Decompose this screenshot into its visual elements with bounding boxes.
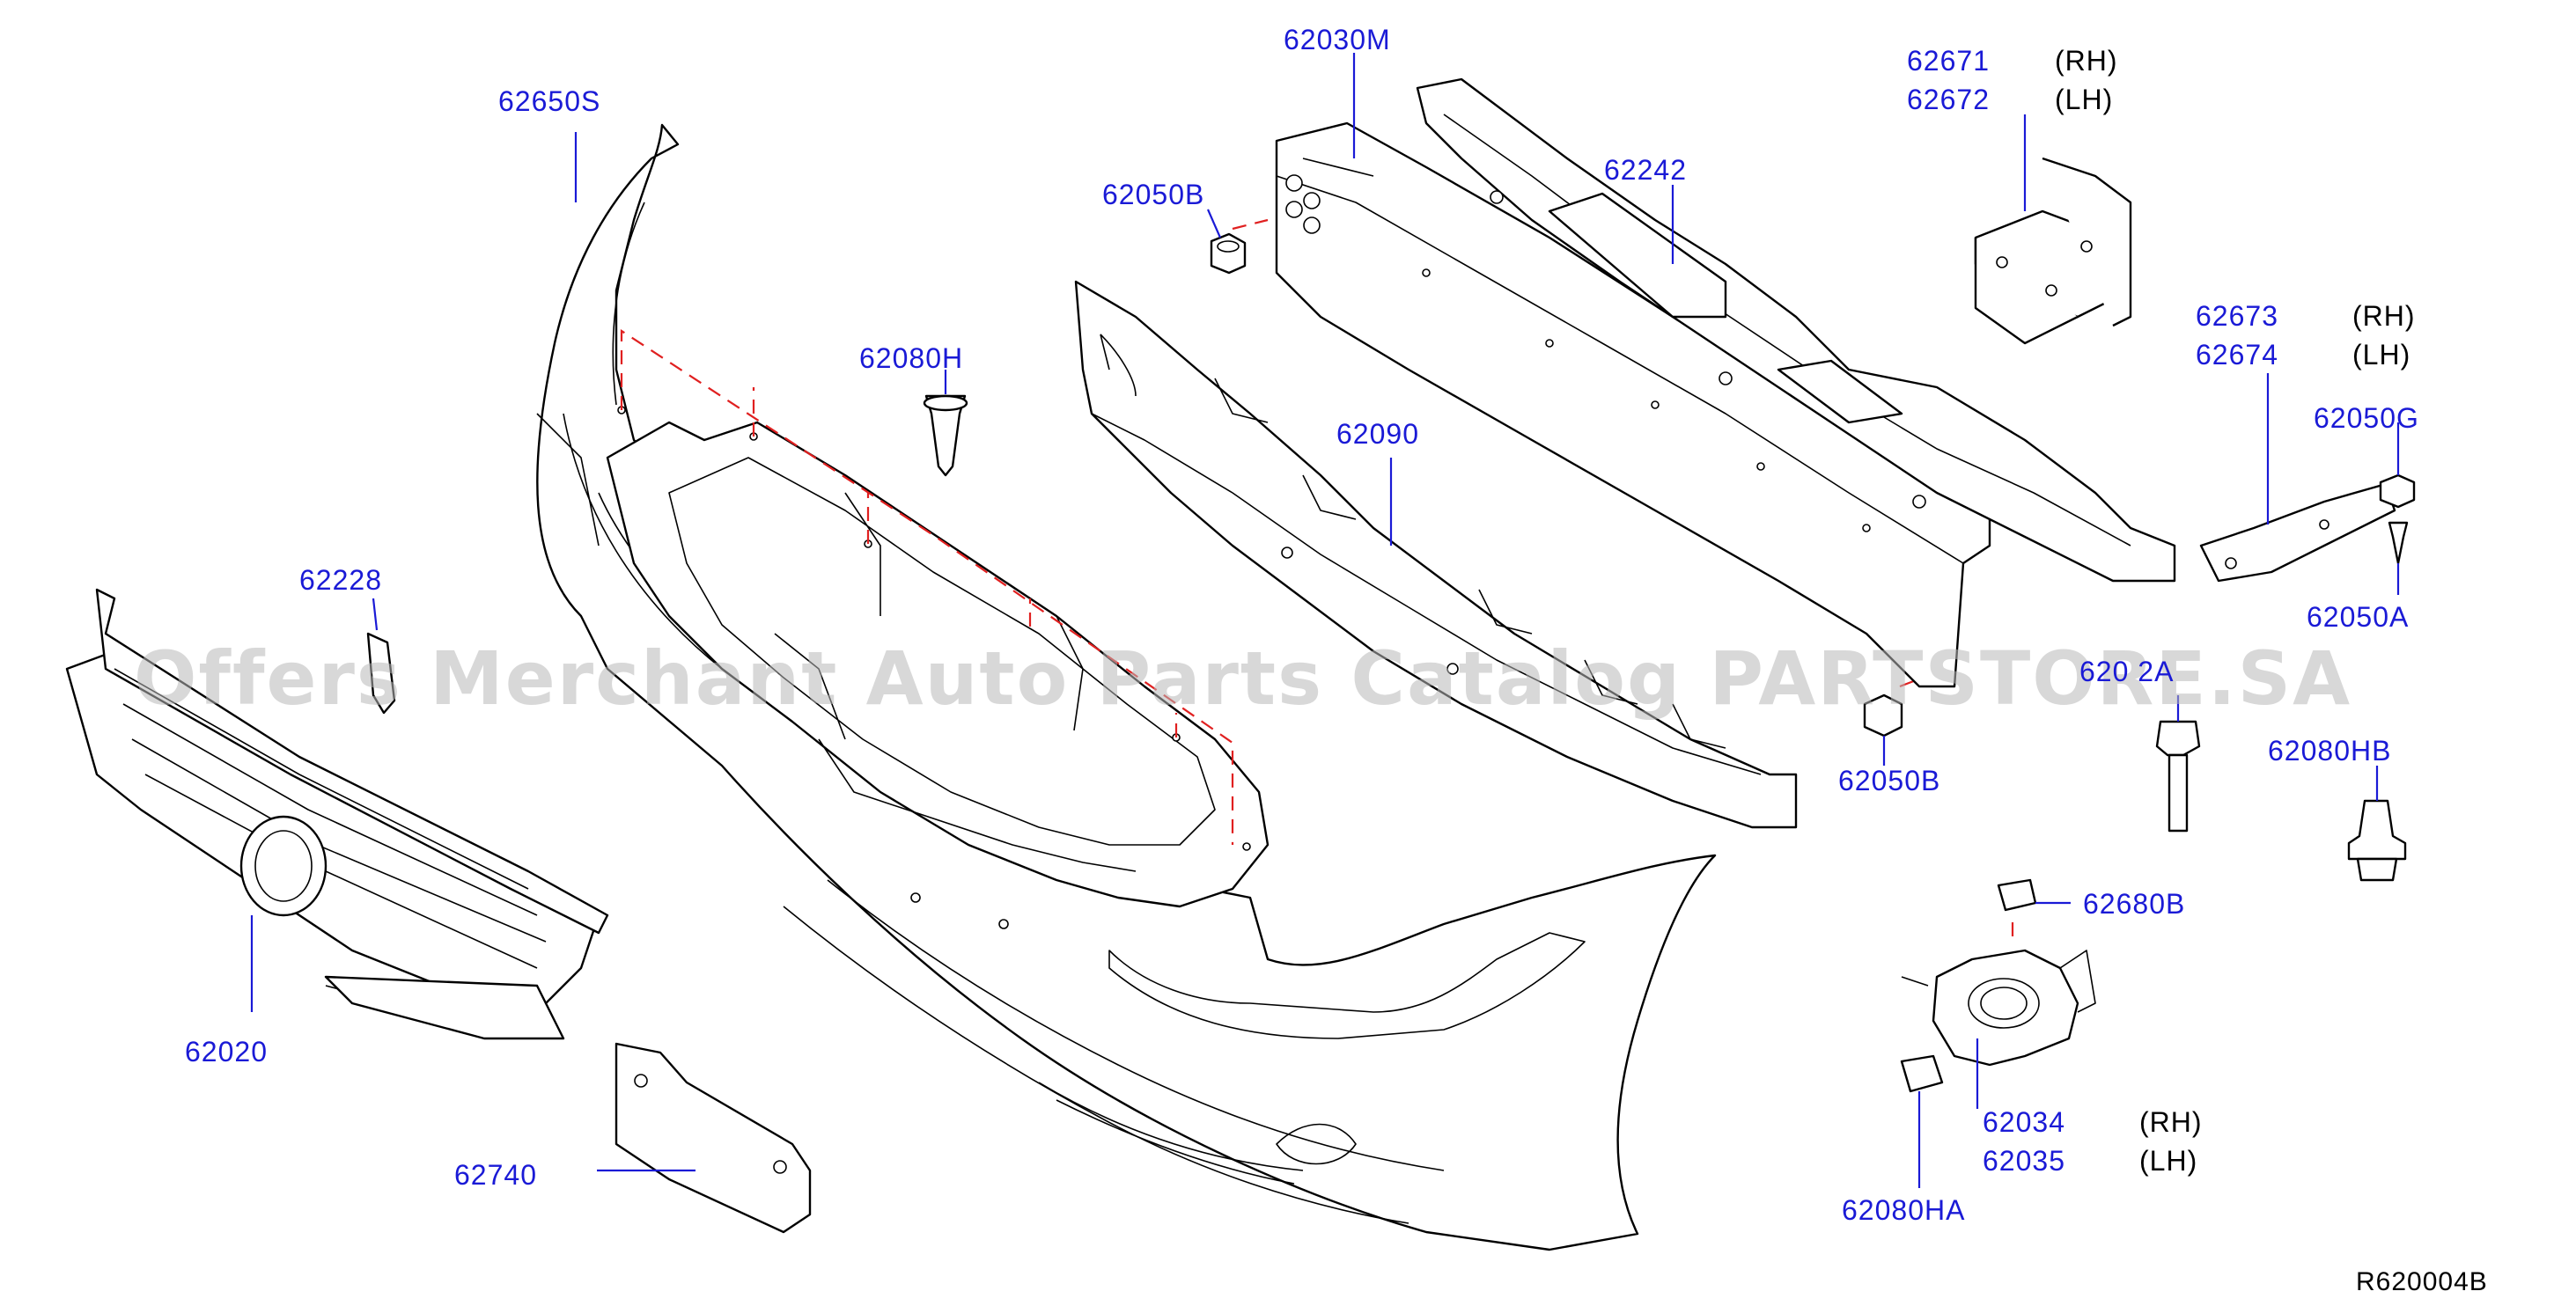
- watermark-text: Offers Merchant Auto Parts Catalog PARTS…: [134, 635, 2352, 722]
- bumper-bracket-drawing: [1974, 157, 2132, 345]
- side-label-lh-62674: (LH): [2352, 339, 2410, 371]
- part-label-62035[interactable]: 62035: [1983, 1145, 2065, 1177]
- side-labels: (RH) (LH) (RH) (LH) (RH) (LH): [2055, 45, 2416, 1177]
- part-label-620-2A[interactable]: 620 2A: [2079, 656, 2174, 687]
- bumper-frame-drawing: [606, 406, 1270, 929]
- part-label-62673[interactable]: 62673: [2196, 300, 2278, 332]
- leader-lines: [250, 53, 2400, 1188]
- part-label-62080HB[interactable]: 62080HB: [2268, 735, 2391, 767]
- part-label-62650S[interactable]: 62650S: [498, 85, 600, 117]
- energy-absorber-drawing: [1074, 280, 1798, 829]
- part-label-62050B-bottom[interactable]: 62050B: [1838, 765, 1940, 796]
- part-label-62020[interactable]: 62020: [185, 1036, 268, 1068]
- side-label-rh-62673: (RH): [2352, 300, 2416, 332]
- part-label-62080HA[interactable]: 62080HA: [1842, 1194, 1965, 1226]
- part-label-62242[interactable]: 62242: [1604, 154, 1687, 186]
- upper-stay-drawing: [1416, 77, 2176, 583]
- part-labels: 62650S 62030M 62671 62672 62242 62050B 6…: [185, 24, 2419, 1226]
- part-label-62050A[interactable]: 62050A: [2307, 601, 2409, 633]
- grille-drawing: [65, 588, 609, 1040]
- part-label-62740[interactable]: 62740: [454, 1159, 537, 1191]
- side-label-rh-62034: (RH): [2139, 1106, 2203, 1138]
- side-label-rh-62671: (RH): [2055, 45, 2118, 77]
- side-bracket-drawing: [2199, 482, 2396, 583]
- part-label-62228[interactable]: 62228: [299, 564, 382, 596]
- reinforcement-beam-drawing: [1275, 121, 1991, 688]
- part-label-62674[interactable]: 62674: [2196, 339, 2278, 371]
- diagram-reference-code: R620004B: [2356, 1267, 2488, 1296]
- part-label-62680B[interactable]: 62680B: [2083, 888, 2185, 920]
- part-label-62090[interactable]: 62090: [1336, 418, 1419, 450]
- fastener-drawings: [366, 232, 2416, 1234]
- part-label-62080H[interactable]: 62080H: [859, 342, 963, 374]
- part-label-62050B-top[interactable]: 62050B: [1102, 179, 1204, 210]
- part-label-62050G[interactable]: 62050G: [2314, 402, 2419, 434]
- part-label-62671[interactable]: 62671: [1907, 45, 1990, 77]
- part-label-62672[interactable]: 62672: [1907, 84, 1990, 115]
- side-label-lh-62672: (LH): [2055, 84, 2113, 115]
- part-label-62034[interactable]: 62034: [1983, 1106, 2065, 1138]
- side-label-lh-62035: (LH): [2139, 1145, 2197, 1177]
- part-label-62030M[interactable]: 62030M: [1284, 24, 1391, 55]
